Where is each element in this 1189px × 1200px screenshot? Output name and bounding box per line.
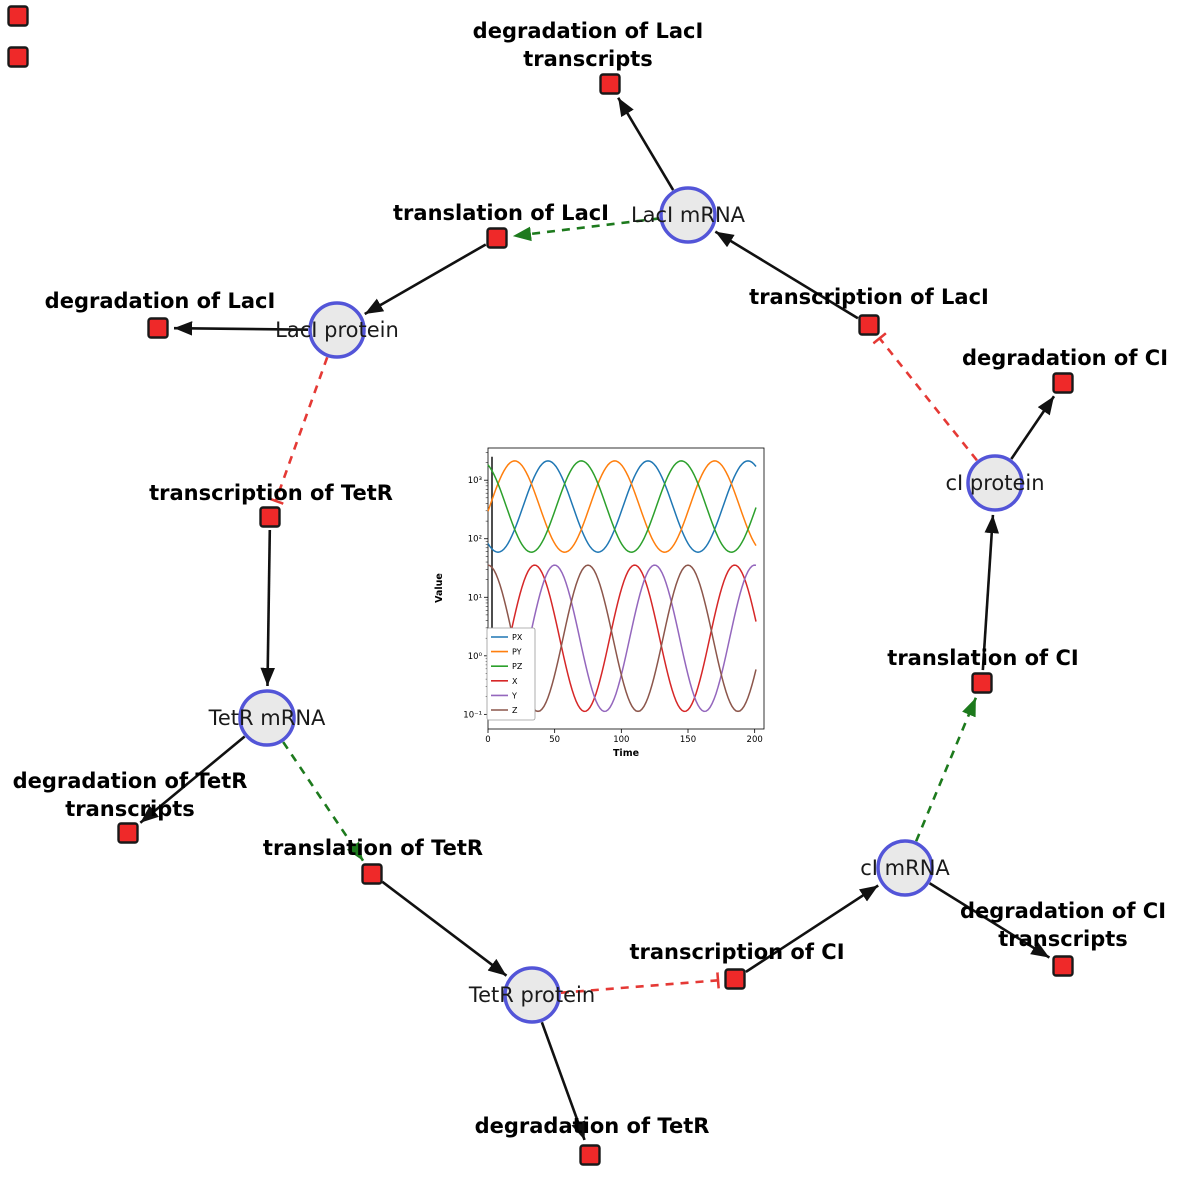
reaction-node-transcr_tetr[interactable] [259,506,281,528]
edge-tetr_protein-transcr_ci [560,972,720,995]
species-node-ci_mrna[interactable] [876,839,934,897]
edge-laci_mrna-transl_laci [512,217,660,242]
species-node-tetr_protein[interactable] [503,966,561,1024]
curve-PY [487,460,757,553]
edge-tetr_mrna-deg_tetr_tx [139,735,246,824]
legend-label-PX: PX [512,633,523,642]
x-tick-label: 150 [680,735,696,745]
reaction-node-deg_tetr[interactable] [579,1144,601,1166]
y-tick-label: 10⁻¹ [463,710,482,720]
legend-label-PY: PY [512,648,522,657]
time-course-plot: 10⁻¹ 10⁰ 10¹ 10² 10³ 0 50 100 150 200 PX PY PZ XYZ V… [434,447,765,759]
legend-label-Y: Y [511,691,517,700]
chart-legend: PX PY PZ XYZ [486,627,536,721]
edge-transl_ci-ci_protein [981,514,1000,671]
chart-y-axis-label: Value [434,573,445,603]
curve-PX [487,460,757,553]
reaction-node-transcr_laci[interactable] [858,314,880,336]
reaction-node-transcr_ci[interactable] [724,968,746,990]
species-node-ci_protein[interactable] [966,454,1024,512]
chart-curves [487,456,757,718]
reaction-node-deg_ci_tx[interactable] [1052,955,1074,977]
edge-transl_laci-laci_protein [364,243,487,316]
reaction-node-deg_laci[interactable] [147,317,169,339]
x-tick-label: 50 [549,735,560,745]
edge-ci_mrna-transl_ci [914,697,978,842]
x-tick-label: 200 [747,735,763,745]
edge-tetr_protein-deg_tetr [540,1021,586,1141]
edge-ci_protein-deg_ci [1010,395,1056,460]
corner-marker-square-1[interactable] [7,46,29,68]
edge-transcr_laci-laci_mrna [714,230,859,320]
legend-label-Z: Z [512,706,518,715]
legend-label-PZ: PZ [512,662,523,671]
x-tick-label: 100 [613,735,629,745]
edge-tetr_mrna-transl_tetr [282,741,365,862]
node-layer [7,5,1074,1166]
edge-ci_protein-transcr_laci [872,332,978,462]
edge-transcr_ci-ci_mrna [745,884,879,973]
y-tick-label: 10¹ [468,593,482,603]
curve-PZ [487,460,757,553]
edge-layer [139,97,1056,1141]
corner-marker-square-0[interactable] [7,5,29,27]
species-node-laci_protein[interactable] [308,301,366,359]
edge-laci_protein-deg_laci [173,321,309,336]
y-tick-label: 10³ [468,476,482,486]
legend-label-X: X [512,677,518,686]
x-tick-label: 0 [485,735,490,745]
y-tick-label: 10² [468,535,482,545]
y-tick-label: 10⁰ [468,652,483,662]
edge-transcr_tetr-tetr_mrna [260,529,276,687]
species-node-tetr_mrna[interactable] [238,689,296,747]
reaction-node-deg_laci_tx[interactable] [599,73,621,95]
reaction-node-transl_laci[interactable] [486,227,508,249]
reaction-node-transl_ci[interactable] [971,672,993,694]
edge-laci_mrna-deg_laci_tx [617,97,675,191]
edge-laci_protein-transcr_tetr [267,356,329,505]
edge-ci_mrna-deg_ci_tx [928,882,1051,959]
reaction-node-transl_tetr[interactable] [361,863,383,885]
edge-transl_tetr-tetr_protein [381,880,508,977]
reaction-node-deg_ci[interactable] [1052,372,1074,394]
curve-Y [487,564,757,713]
chart-x-axis-label: Time [613,748,639,759]
species-node-laci_mrna[interactable] [659,186,717,244]
reaction-node-deg_tetr_tx[interactable] [117,822,139,844]
